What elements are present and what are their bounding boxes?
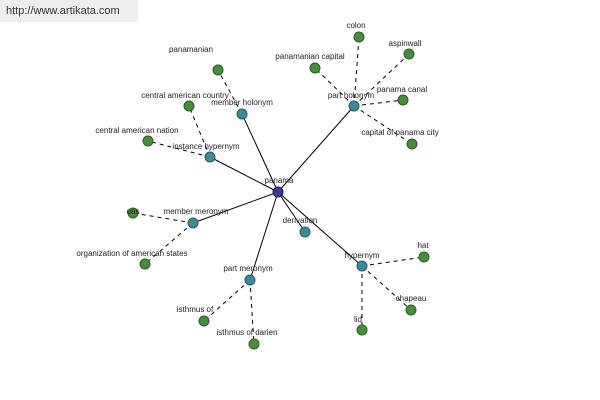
leaf-node-organization-of-american-states[interactable] xyxy=(139,258,151,270)
leaf-node-hat[interactable] xyxy=(418,251,430,263)
leaf-node-lid[interactable] xyxy=(356,324,368,336)
leaf-label-organization-of-american-states[interactable]: organization of american states xyxy=(76,249,187,258)
leaf-label-colon[interactable]: colon xyxy=(346,21,365,30)
labels-layer: member holonym part holonym instance hyper… xyxy=(76,21,438,337)
relation-label-derivation[interactable]: derivation xyxy=(283,216,318,225)
edge-panama-member-meronym xyxy=(192,191,279,224)
leaf-node-isthmus-of-darien[interactable] xyxy=(248,338,260,350)
leaf-node-chapeau[interactable] xyxy=(405,304,417,316)
edge-panama-instance-hypernym xyxy=(209,156,279,193)
edges-layer xyxy=(132,36,425,345)
relation-node-part-holonym[interactable] xyxy=(348,100,360,112)
edge-panama-part-meronym xyxy=(249,191,279,281)
relation-label-part-meronym[interactable]: part meronym xyxy=(223,264,273,273)
edge-hypernym-hat xyxy=(361,256,425,267)
leaf-label-isthmus-of-darien[interactable]: isthmus of darien xyxy=(217,328,278,337)
edge-member-meronym-organization-of-american-states xyxy=(144,222,194,265)
relation-label-hypernym[interactable]: hypernym xyxy=(344,251,379,260)
leaf-label-central-american-nation[interactable]: central american nation xyxy=(95,126,178,135)
edge-part-holonym-panama-canal xyxy=(353,99,404,107)
relation-node-member-meronym[interactable] xyxy=(187,217,199,229)
edge-panama-part-holonym xyxy=(277,105,355,193)
relation-node-hypernym[interactable] xyxy=(356,260,368,272)
relation-label-instance-hypernym[interactable]: instance hypernym xyxy=(172,142,239,151)
leaf-label-aspinwall[interactable]: aspinwall xyxy=(389,39,422,48)
leaf-node-isthmus-of[interactable] xyxy=(198,315,210,327)
center-node-panama[interactable] xyxy=(272,186,284,198)
leaf-label-panamanian[interactable]: panamanian xyxy=(169,45,213,54)
leaf-label-chapeau[interactable]: chapeau xyxy=(396,294,427,303)
leaf-label-panamanian-capital[interactable]: panamanian capital xyxy=(275,52,345,61)
center-label-panama[interactable]: panama xyxy=(265,176,294,185)
leaf-node-oas[interactable] xyxy=(127,207,139,219)
leaf-node-panamanian[interactable] xyxy=(212,64,224,76)
leaf-label-hat[interactable]: hat xyxy=(417,241,429,250)
leaf-label-panama-canal[interactable]: panama canal xyxy=(377,85,427,94)
relation-node-part-meronym[interactable] xyxy=(244,274,256,286)
leaf-node-capital-of-panama-city[interactable] xyxy=(406,138,418,150)
leaf-label-isthmus-of[interactable]: isthmus of xyxy=(177,305,214,314)
relation-label-member-holonym[interactable]: member holonym xyxy=(211,98,273,107)
edge-member-meronym-oas xyxy=(132,212,194,224)
leaf-node-panamanian-capital[interactable] xyxy=(309,62,321,74)
edge-hypernym-chapeau xyxy=(361,265,412,311)
nodes-layer xyxy=(127,31,430,350)
relation-node-derivation[interactable] xyxy=(299,226,311,238)
leaf-node-central-american-country[interactable] xyxy=(183,100,195,112)
leaf-label-lid[interactable]: lid xyxy=(354,315,362,324)
relation-node-member-holonym[interactable] xyxy=(236,108,248,120)
leaf-node-colon[interactable] xyxy=(353,31,365,43)
edge-panama-member-holonym xyxy=(241,113,279,193)
relation-node-instance-hypernym[interactable] xyxy=(204,151,216,163)
edge-part-holonym-panamanian-capital xyxy=(314,67,355,107)
edge-part-holonym-capital-of-panama-city xyxy=(353,105,413,145)
edge-panama-hypernym xyxy=(277,191,363,267)
edge-part-meronym-isthmus-of-darien xyxy=(249,279,255,345)
leaf-label-central-american-country[interactable]: central american country xyxy=(141,91,229,100)
relation-label-member-meronym[interactable]: member meronym xyxy=(164,207,229,216)
edge-part-holonym-colon xyxy=(353,36,360,107)
edge-instance-hypernym-central-american-country xyxy=(188,105,211,158)
edge-part-meronym-isthmus-of xyxy=(203,279,251,322)
leaf-node-central-american-nation[interactable] xyxy=(142,135,154,147)
site-link[interactable]: http://www.artikata.com xyxy=(0,0,138,22)
leaf-node-panama-canal[interactable] xyxy=(397,94,409,106)
edge-member-holonym-panamanian xyxy=(217,69,243,115)
edge-panama-derivation xyxy=(277,191,306,233)
leaf-label-capital-of-panama-city[interactable]: capital of panama city xyxy=(361,128,438,137)
edge-instance-hypernym-central-american-nation xyxy=(147,140,211,158)
leaf-node-aspinwall[interactable] xyxy=(403,48,415,60)
leaf-label-oas[interactable]: oas xyxy=(127,207,140,216)
relation-label-part-holonym[interactable]: part holonym xyxy=(328,91,375,100)
